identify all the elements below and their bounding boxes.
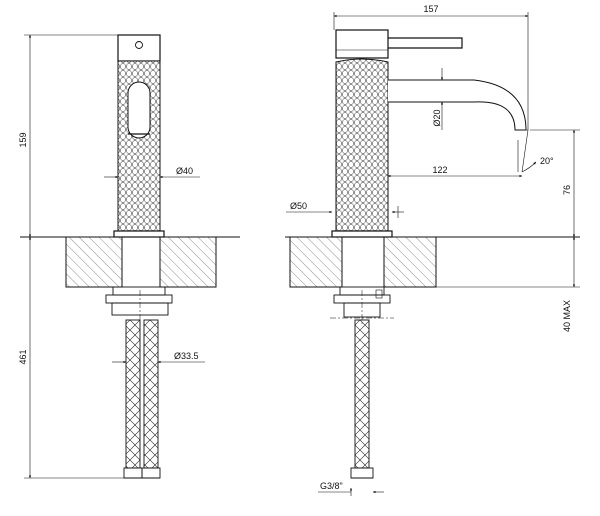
dim-20deg-label: 20° [540,156,554,166]
side-lever-head [335,29,389,59]
front-hose-right [143,319,159,469]
side-counter-right [383,236,437,288]
front-hose-left [125,319,141,469]
front-cap-hole [135,41,143,49]
side-lever-handle [388,37,463,49]
dim-50-label: Ø50 [290,201,307,211]
side-knurled-body [335,58,389,232]
dim-157-label: 157 [423,4,438,14]
dim-20-label: Ø20 [432,109,442,126]
front-cap [117,34,161,62]
front-counter-right [159,236,217,288]
dim-40max-label: 40 MAX [562,300,572,332]
dim-thread-label: G3/8" [320,481,343,491]
dim-461-label: 461 [18,349,28,364]
side-fixing-screw [375,289,383,299]
spout-angle-mark [515,129,529,173]
front-view: 159 461 Ø40 Ø33.5 [18,34,240,479]
side-hose [354,319,370,469]
dim-40-label: Ø40 [176,166,193,176]
front-hose-nut-left [123,467,143,479]
front-counter-left [65,236,123,288]
front-base-ring [113,230,165,238]
side-base-ring [331,230,393,238]
dim-33-5-label: Ø33.5 [174,351,199,361]
side-hose-nut [350,467,374,479]
side-view: 20° 157 Ø20 122 76 40 MAX [285,4,580,496]
dim-122-label: 122 [432,165,447,175]
dim-76-label: 76 [562,185,572,195]
front-fixing-nut [105,294,173,304]
front-washer [112,286,166,296]
side-counter-left [289,236,343,288]
front-spout-slot [127,81,151,139]
side-spout [388,79,527,131]
dim-159-label: 159 [18,132,28,147]
front-hose-nut-right [141,467,161,479]
